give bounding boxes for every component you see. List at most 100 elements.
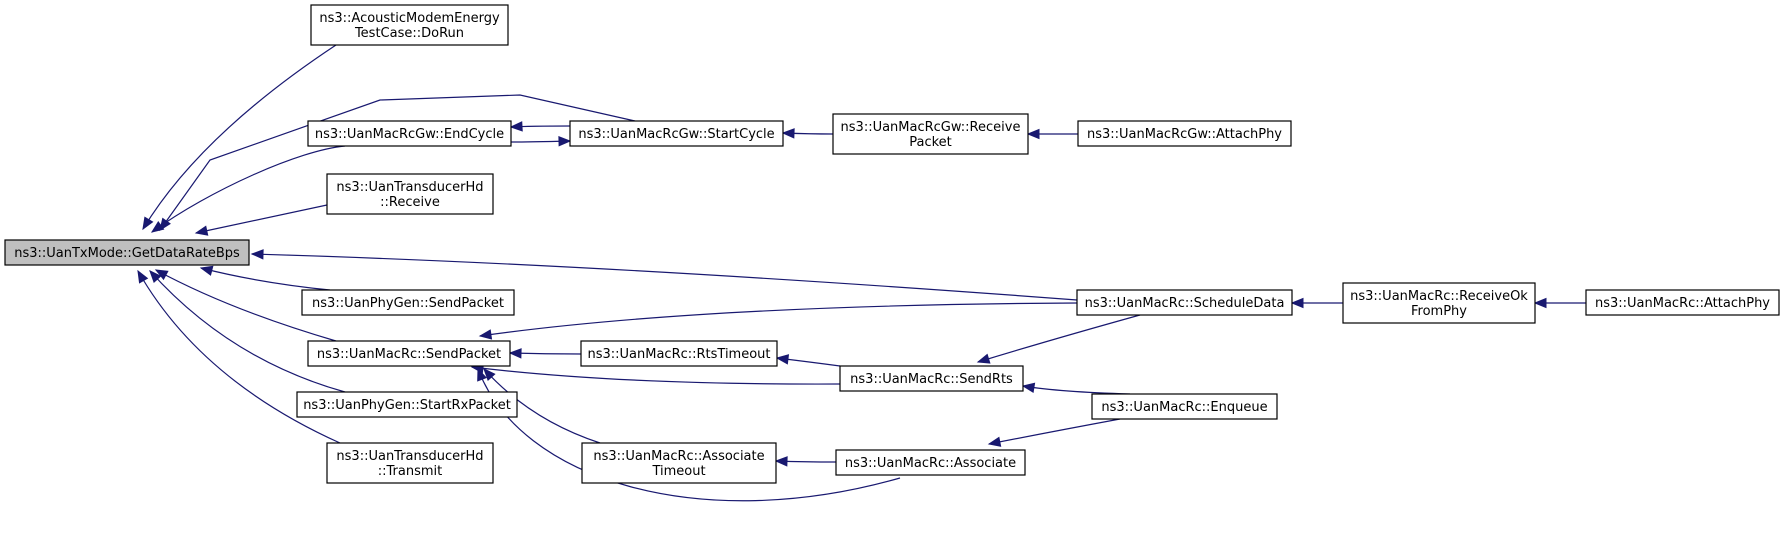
node-label: ::Transmit — [378, 464, 443, 479]
node-rtstimeout[interactable]: ns3::UanMacRc::RtsTimeout — [580, 340, 778, 367]
node-label: ns3::UanPhyGen::StartRxPacket — [303, 398, 511, 413]
edge-phygensend-to-root — [199, 265, 331, 291]
arrowhead — [194, 225, 209, 236]
edge-line — [195, 204, 328, 234]
node-label: ns3::AcousticModemEnergy — [319, 11, 500, 26]
node-box — [580, 340, 778, 367]
node-box — [1585, 289, 1780, 316]
node-label: ns3::UanMacRc::SendPacket — [317, 347, 501, 362]
edges-layer — [137, 44, 1586, 502]
node-box — [839, 365, 1024, 392]
arrowhead — [199, 265, 214, 276]
edge-line — [137, 270, 341, 444]
edge-line — [251, 253, 1078, 301]
node-label: ns3::UanMacRcGw::StartCycle — [578, 127, 774, 142]
edge-line — [1022, 385, 1131, 395]
node-box — [1342, 282, 1536, 324]
edge-sched-to-sendrts — [976, 314, 1141, 364]
edge-gwreceive-to-startcycle — [781, 128, 834, 139]
node-box — [4, 239, 250, 266]
node-tdreceive[interactable]: ns3::UanTransducerHd::Receive — [326, 173, 494, 215]
node-label: ::Receive — [380, 195, 440, 210]
arrowhead — [775, 354, 790, 365]
node-phygensend[interactable]: ns3::UanPhyGen::SendPacket — [301, 289, 515, 316]
node-label: ns3::UanMacRc::ReceiveOk — [1350, 289, 1528, 304]
node-rcattach[interactable]: ns3::UanMacRc::AttachPhy — [1585, 289, 1780, 316]
edge-tdreceive-to-root — [194, 204, 328, 236]
edge-line — [155, 269, 337, 342]
node-box — [569, 120, 784, 147]
edge-rtstimeout-to-sendpacket — [508, 348, 582, 359]
edge-line — [149, 270, 346, 393]
edge-endcycle-to-startcycle — [510, 136, 572, 147]
edge-line — [200, 267, 331, 291]
arrowhead — [137, 269, 149, 284]
node-label: ns3::UanMacRc::Associate — [593, 449, 764, 464]
node-box — [307, 120, 512, 147]
edge-line — [479, 302, 1078, 337]
node-endcycle[interactable]: ns3::UanMacRcGw::EndCycle — [307, 120, 512, 147]
node-box — [832, 113, 1029, 155]
node-startrx[interactable]: ns3::UanPhyGen::StartRxPacket — [296, 391, 518, 418]
node-root[interactable]: ns3::UanTxMode::GetDataRateBps — [4, 239, 250, 266]
node-label: Timeout — [651, 464, 705, 479]
edge-sendrts-to-sendpacket — [470, 363, 841, 385]
edge-line — [977, 314, 1141, 363]
arrowhead — [1021, 382, 1036, 394]
node-box — [307, 340, 511, 367]
arrowhead — [976, 353, 991, 364]
arrowhead — [1533, 297, 1547, 309]
edge-acoustic-to-root — [142, 44, 337, 231]
node-box — [1077, 120, 1292, 147]
arrowhead — [142, 216, 154, 231]
node-associate[interactable]: ns3::UanMacRc::Associate — [835, 449, 1026, 476]
node-enqueue[interactable]: ns3::UanMacRc::Enqueue — [1091, 393, 1278, 420]
edge-line — [142, 44, 337, 230]
node-gwattach[interactable]: ns3::UanMacRcGw::AttachPhy — [1077, 120, 1292, 147]
edge-transmit-to-root — [137, 269, 341, 444]
edge-line — [151, 145, 346, 233]
edge-startcycle-to-root — [159, 94, 636, 232]
node-label: ns3::UanMacRc::ScheduleData — [1085, 296, 1285, 311]
arrowhead — [483, 368, 496, 382]
node-label: FromPhy — [1411, 304, 1467, 319]
node-label: ns3::UanMacRcGw::AttachPhy — [1087, 127, 1282, 142]
node-sendrts[interactable]: ns3::UanMacRc::SendRts — [839, 365, 1024, 392]
edge-line — [988, 418, 1121, 445]
node-sched[interactable]: ns3::UanMacRc::ScheduleData — [1076, 289, 1293, 316]
node-box — [581, 442, 777, 484]
arrowhead — [1290, 297, 1304, 309]
node-startcycle[interactable]: ns3::UanMacRcGw::StartCycle — [569, 120, 784, 147]
edge-line — [159, 94, 636, 231]
edge-sendpacket-to-root — [154, 269, 337, 342]
node-label: ns3::UanTransducerHd — [336, 180, 483, 195]
edge-line — [471, 366, 841, 385]
edge-enqueue-to-associate — [987, 418, 1121, 447]
arrowhead — [508, 348, 522, 359]
node-box — [1091, 393, 1278, 420]
node-box — [326, 442, 494, 484]
node-label: ns3::UanMacRcGw::EndCycle — [315, 127, 504, 142]
node-label: ns3::UanMacRcGw::Receive — [841, 120, 1021, 135]
arrowhead — [159, 217, 171, 232]
edge-startcycle-to-endcycle — [509, 121, 571, 132]
edge-endcycle-to-root — [150, 145, 346, 233]
edge-enqueue-to-sendrts — [1021, 382, 1131, 395]
node-label: ns3::UanTransducerHd — [336, 449, 483, 464]
node-box — [301, 289, 515, 316]
arrowhead — [149, 270, 162, 284]
edge-line — [483, 368, 601, 444]
edge-sched-to-root — [250, 249, 1078, 301]
nodes-layer: ns3::UanTxMode::GetDataRateBps ns3::Acous… — [4, 4, 1780, 484]
node-transmit[interactable]: ns3::UanTransducerHd::Transmit — [326, 442, 494, 484]
node-box — [310, 4, 509, 46]
node-label: TestCase::DoRun — [354, 26, 464, 41]
arrowhead — [558, 136, 572, 147]
node-sendpacket[interactable]: ns3::UanMacRc::SendPacket — [307, 340, 511, 367]
edge-gwattach-to-gwreceive — [1026, 128, 1078, 140]
